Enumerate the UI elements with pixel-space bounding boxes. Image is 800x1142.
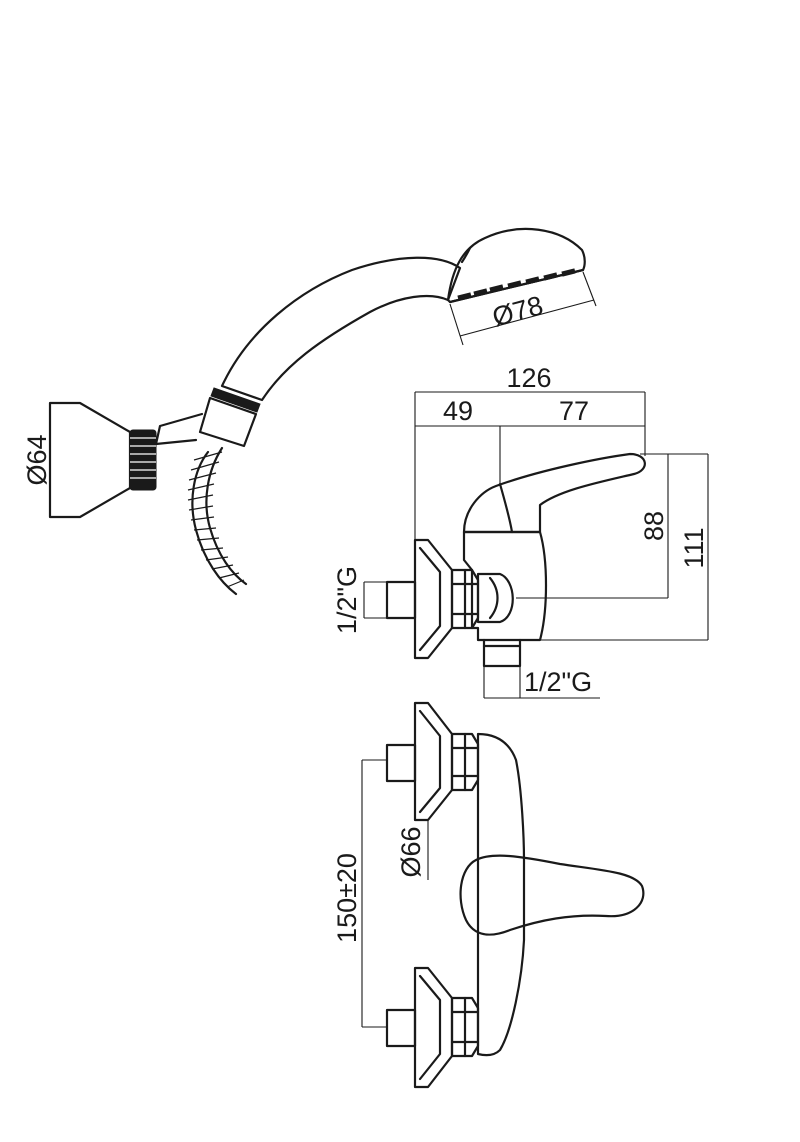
upper-flange [413,701,454,822]
label-outlet-height: 88 [639,511,669,541]
hex-nut-side [450,568,480,630]
dim-holder-diameter: Ø64 [22,402,60,518]
dim-head-diameter: Ø78 [449,271,597,346]
label-total-height: 111 [679,527,709,568]
label-outlet-thread: 1/2"G [524,667,592,697]
label-head-diameter: Ø78 [489,290,546,332]
dim-inlet-thread: 1/2"G [332,566,387,634]
wall-holder [48,401,157,519]
mixer-side-view [385,452,646,668]
dim-centre-distance: 150±20 [332,759,387,1028]
shower-hose [187,446,248,596]
hose-connector [198,396,258,448]
outlet-pipe [482,644,522,668]
shower-handle [220,256,462,402]
label-flange-diameter: Ø66 [396,826,426,877]
lower-flange [413,966,454,1089]
label-centre-distance: 150±20 [332,853,362,943]
dim-flange-diameter: Ø66 [396,820,429,880]
shower-head [446,227,586,304]
inlet-pipe [385,580,417,620]
dim-depth: 126 49 77 [414,363,646,540]
wall-flange-side [413,538,454,660]
dim-height: 88 111 [516,453,709,641]
hand-shower [48,227,586,596]
label-total-depth: 126 [506,363,551,393]
dim-outlet-thread: 1/2"G [483,666,600,699]
label-inlet-thread: 1/2"G [332,566,362,634]
spray-face [448,268,585,304]
label-depth-axis: 49 [443,396,473,426]
handle-ring [210,387,261,413]
lever-front [459,854,645,936]
mixer-front-view [385,701,645,1089]
label-holder-diameter: Ø64 [22,434,52,485]
mixer-body-side [462,530,548,642]
label-lever-length: 77 [559,396,589,426]
lever-side [462,452,646,534]
mixer-body-front [476,732,526,1057]
